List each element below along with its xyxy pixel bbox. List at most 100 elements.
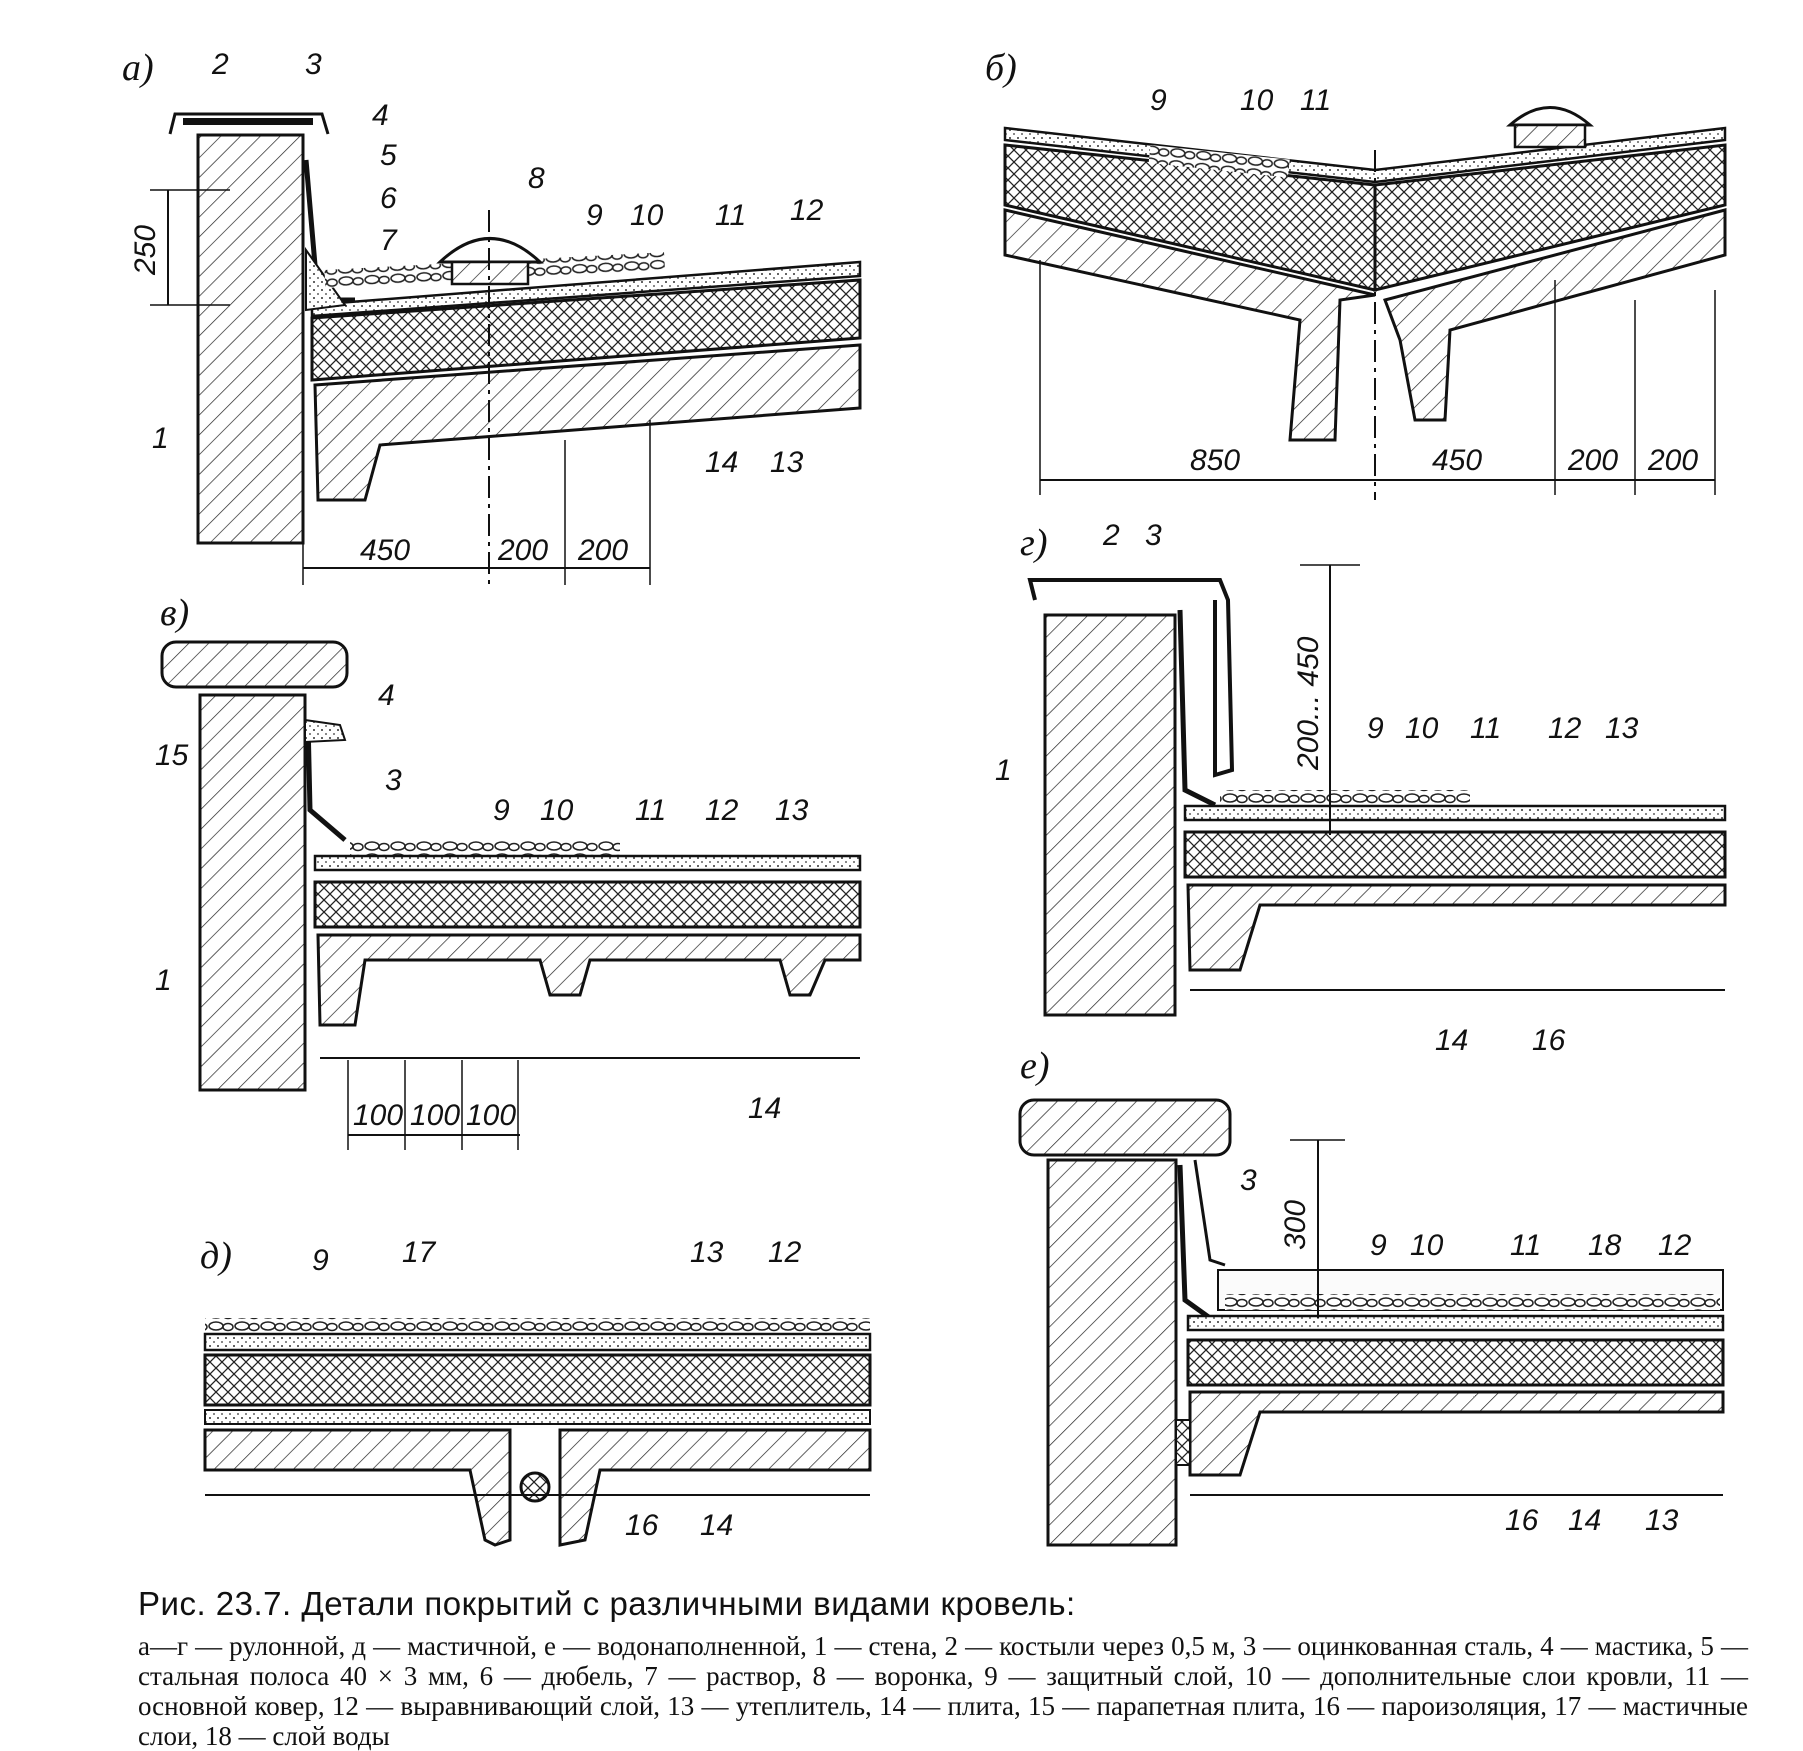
roof-carpet [310, 260, 862, 318]
insulation [310, 278, 862, 382]
slab-g [1186, 883, 1727, 972]
label-6: 6 [380, 182, 397, 215]
label-3-g: 3 [1145, 519, 1162, 552]
gravel-e [1225, 1294, 1720, 1310]
label-9-e: 9 [1370, 1229, 1387, 1262]
panel-e-letter: е) [1020, 1045, 1050, 1087]
slab-right [1383, 208, 1727, 422]
panel-e: е) 300 3 9 10 11 18 12 16 14 13 [1018, 1045, 1725, 1547]
dim-250: 250 [129, 225, 162, 276]
insulation-e [1186, 1338, 1725, 1387]
wall-g [1043, 613, 1177, 1017]
caption-title: Рис. 23.7. Детали покрытий с различными … [138, 1585, 1076, 1622]
gravel-g [1220, 790, 1470, 806]
label-12-v: 12 [705, 794, 739, 827]
label-11-e: 11 [1510, 1229, 1541, 1262]
label-13-v: 13 [775, 794, 809, 827]
flashing-e [1177, 1164, 1212, 1321]
label-16-e: 16 [1505, 1504, 1539, 1537]
roof-funnel-b [1506, 106, 1594, 127]
crutch-bar [183, 118, 313, 125]
dim-200-a: 200 [497, 534, 548, 567]
panel-g: г) 200... 450 1 2 3 9 10 11 12 13 14 16 [995, 519, 1727, 1057]
mastic-v [304, 718, 347, 744]
label-17-d: 17 [402, 1236, 437, 1269]
label-9-d: 9 [312, 1244, 329, 1277]
roof-details-figure: а) 250 450 200 200 1 2 3 [122, 47, 1727, 1547]
steel-apron-e [1193, 1159, 1226, 1267]
label-1-v: 1 [155, 964, 172, 997]
label-11-b: 11 [1300, 84, 1331, 117]
label-18-e: 18 [1588, 1229, 1622, 1262]
label-14-v: 14 [748, 1092, 781, 1125]
label-13-e: 13 [1645, 1504, 1679, 1537]
insulation-v [313, 880, 862, 929]
label-12-e: 12 [1658, 1229, 1692, 1262]
label-10: 10 [630, 199, 664, 232]
panel-v-letter: в) [160, 592, 189, 634]
dim-200-c: 200 [1567, 444, 1618, 477]
label-1: 1 [152, 422, 169, 455]
panel-a-letter: а) [122, 47, 154, 89]
label-9-b: 9 [1150, 84, 1167, 117]
label-7: 7 [380, 224, 398, 257]
flashing-g [1177, 609, 1217, 808]
steel-cap-g [1027, 578, 1235, 778]
dim-200-b: 200 [577, 534, 628, 567]
panel-a: а) 250 450 200 200 1 2 3 [122, 47, 862, 585]
panel-v: в) 100 100 100 1 3 4 9 10 11 12 13 14 15 [155, 592, 862, 1150]
seal-e [1175, 1419, 1191, 1466]
gravel-v [350, 840, 620, 856]
panel-b: б) 850 450 200 200 9 10 11 [985, 47, 1727, 500]
label-14: 14 [705, 446, 738, 479]
label-16-g: 16 [1532, 1024, 1566, 1057]
wall [196, 133, 305, 545]
roof-slab [313, 343, 862, 502]
label-11-v: 11 [635, 794, 666, 827]
label-10-e: 10 [1410, 1229, 1444, 1262]
gravel-b [1148, 145, 1290, 178]
dim-100-b: 100 [410, 1099, 460, 1132]
dim-100-c: 100 [466, 1099, 516, 1132]
label-13-g: 13 [1605, 712, 1639, 745]
label-3-e: 3 [1240, 1164, 1257, 1197]
label-13-d: 13 [690, 1236, 724, 1269]
dim-300: 300 [1279, 1200, 1312, 1250]
caption-text: а—г — рулонной, д — мастичной, е — водон… [138, 1631, 1748, 1751]
label-10-g: 10 [1405, 712, 1439, 745]
label-9-g: 9 [1367, 712, 1384, 745]
dim-450-b: 450 [1432, 444, 1482, 477]
dim-100-a: 100 [353, 1099, 403, 1132]
label-3: 3 [305, 48, 322, 81]
label-4: 4 [372, 99, 389, 132]
label-16-d: 16 [625, 1509, 659, 1542]
steel-cap [168, 112, 330, 135]
roof-carpet-e [1186, 1314, 1725, 1332]
label-5: 5 [380, 139, 397, 172]
insulation-d [203, 1353, 872, 1407]
figure-caption: Рис. 23.7. Детали покрытий с различными … [138, 1585, 1748, 1751]
insulation-g [1183, 830, 1727, 879]
label-2-g: 2 [1102, 519, 1120, 552]
label-12: 12 [790, 194, 824, 227]
label-14-g: 14 [1435, 1024, 1468, 1057]
parapet-slab-e [1018, 1098, 1232, 1157]
gravel-d [205, 1318, 870, 1334]
label-2: 2 [211, 48, 229, 81]
seal-gasket [519, 1471, 551, 1503]
dim-850: 850 [1190, 444, 1240, 477]
slab-d-left [203, 1428, 512, 1547]
label-4-v: 4 [378, 679, 395, 712]
label-12-g: 12 [1548, 712, 1582, 745]
flashing-v [305, 719, 347, 842]
panel-b-letter: б) [985, 47, 1017, 89]
mastic-layers [203, 1332, 872, 1352]
label-14-e: 14 [1568, 1504, 1601, 1537]
label-10-v: 10 [540, 794, 574, 827]
label-3-v: 3 [385, 764, 402, 797]
slab-left [1003, 208, 1376, 442]
label-15-v: 15 [155, 739, 189, 772]
label-11: 11 [715, 199, 746, 232]
label-9-v: 9 [493, 794, 510, 827]
dim-200-450: 200... 450 [1292, 636, 1325, 771]
